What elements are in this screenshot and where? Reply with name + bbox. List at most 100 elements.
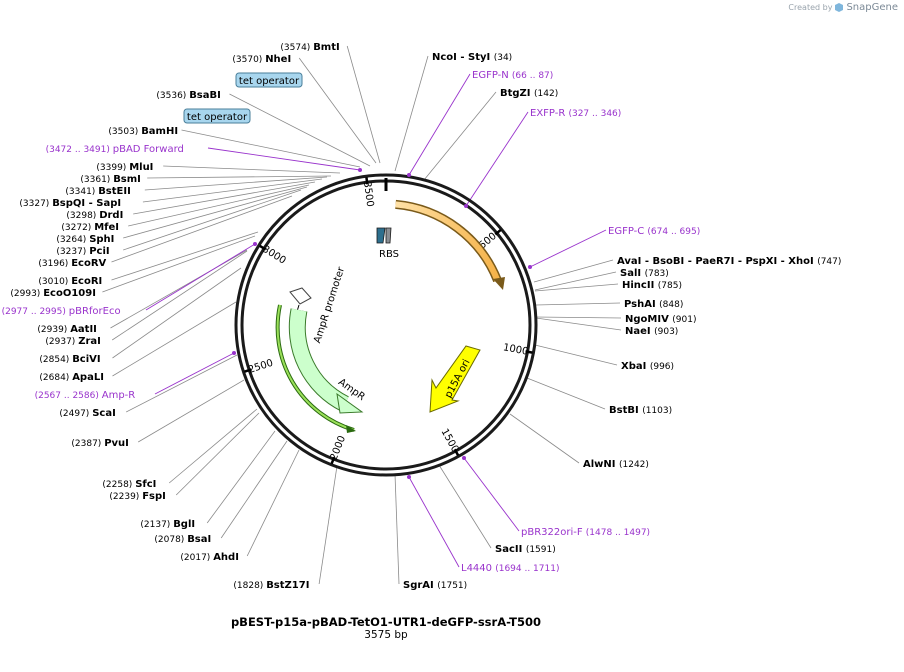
enzyme-site-label: (3272) MfeI [61,222,119,233]
tet-operator-label: tet operator [187,112,248,123]
enzyme-position: (3010) [38,277,71,287]
enzyme-leader [112,267,242,359]
tet-operator-box-2: tet operator [183,108,251,124]
enzyme-position: (996) [650,362,674,372]
enzyme-position: (3272) [61,223,94,233]
enzyme-position: (3574) [280,43,313,53]
enzyme-leader [175,412,260,496]
primer-site-mark [358,168,362,172]
enzyme-name: BstBI [609,405,642,416]
enzyme-position: (1103) [642,406,672,416]
orange-cds-arrow [395,199,505,290]
primer-leader [463,457,520,532]
enzyme-leader [112,301,237,377]
leader-lines [102,45,622,585]
enzyme-position: (3341) [65,187,98,197]
primer-site-mark [407,173,411,177]
enzyme-site-label: (2239) FspI [109,491,165,502]
enzyme-name: ZraI [78,336,101,347]
enzyme-name: AlwNI [583,459,619,470]
tick-mark [494,228,502,236]
enzyme-name: BglI [173,519,195,530]
rbs-label: RBS [379,249,399,260]
primer-site-mark [232,351,236,355]
enzyme-leader [147,175,332,179]
enzyme-position: (2239) [109,492,142,502]
enzyme-leader [123,186,308,239]
enzyme-leader [133,181,316,215]
enzyme-leader [137,379,245,443]
enzyme-name: BstZ17I [266,580,309,591]
enzyme-name: NcoI - StyI [432,52,494,63]
enzyme-site-label: (3503) BamHI [108,126,178,137]
enzyme-position: (3298) [66,211,99,221]
enzyme-leader [509,413,580,464]
enzyme-leader [438,464,492,549]
enzyme-leader [526,377,606,410]
enzyme-leader [144,176,328,191]
enzyme-name: MfeI [94,222,119,233]
enzyme-leader [123,189,302,251]
enzyme-leader [126,354,238,413]
enzyme-leader [229,93,371,167]
enzyme-site-label: XbaI (996) [621,361,674,372]
enzyme-leader [111,195,293,263]
enzyme-name: PciI [89,246,109,257]
enzyme-leader [298,57,377,164]
tick-mark [365,177,369,185]
primer-leader [529,229,607,268]
enzyme-position: (3264) [56,235,89,245]
enzyme-name: SphI [89,234,114,245]
primer-label: (3472 .. 3491) pBAD Forward [46,144,184,155]
enzyme-position: (3196) [38,259,71,269]
enzyme-leader [102,235,256,293]
enzyme-site-label: SalI (783) [620,268,669,279]
enzyme-site-label: (3010) EcoRI [38,276,102,287]
primer-site-mark [407,475,411,479]
primer-leader [408,476,460,568]
enzyme-site-label: (2497) ScaI [59,408,115,419]
primer-site-mark [462,456,466,460]
enzyme-site-label: (3237) PciI [56,246,109,257]
enzyme-leader [535,302,621,306]
primer-range: (2567 .. 2586) [35,391,102,401]
enzyme-leader [128,184,310,227]
primer-label: EGFP-N (66 .. 87) [472,70,553,81]
enzyme-position: (3570) [232,55,265,65]
enzyme-position: (1242) [619,460,649,470]
enzyme-name: ScaI [92,408,116,419]
primer-range: (3472 .. 3491) [46,145,113,155]
primer-leader [465,111,529,207]
enzyme-position: (3503) [108,127,141,137]
primer-name: pBRforEco [69,306,121,317]
primer-range: (1478 .. 1497) [586,528,650,538]
enzyme-name: BsmI [113,174,141,185]
enzyme-site-label: AvaI - BsoBI - PaeR7I - PspXI - XhoI (74… [617,256,841,267]
primer-name: EXFP-R [530,108,568,119]
primer-name: EGFP-N [472,70,512,81]
enzyme-leader [181,129,361,168]
enzyme-leader [318,465,338,585]
enzyme-position: (848) [659,300,683,310]
primer-range: (327 .. 346) [568,109,621,119]
primer-label: L4440 (1694 .. 1711) [461,563,559,574]
primer-leader [207,147,361,171]
enzyme-site-label: (2387) PvuI [71,438,128,449]
enzyme-name: SgrAI [403,580,437,591]
enzyme-name: BsaBI [189,90,221,101]
enzyme-leader [533,259,614,283]
enzyme-site-label: NgoMIV (901) [625,314,697,325]
enzyme-name: SalI [620,268,645,279]
enzyme-site-label: (2684) ApaLI [39,372,104,383]
enzyme-leader [534,271,617,291]
enzyme-site-label: (2939) AatII [37,324,97,335]
primer-range: (2977 .. 2995) [2,307,69,317]
enzyme-position: (2017) [180,553,213,563]
enzyme-position: (3536) [156,91,189,101]
tick-mark [525,350,533,354]
enzyme-name: BciVI [72,354,100,365]
enzyme-site-label: HincII (785) [622,280,682,291]
enzyme-site-label: (2017) AhdI [180,552,239,563]
enzyme-site-label: (2078) BsaI [154,534,211,545]
backbone-outer [234,173,538,477]
